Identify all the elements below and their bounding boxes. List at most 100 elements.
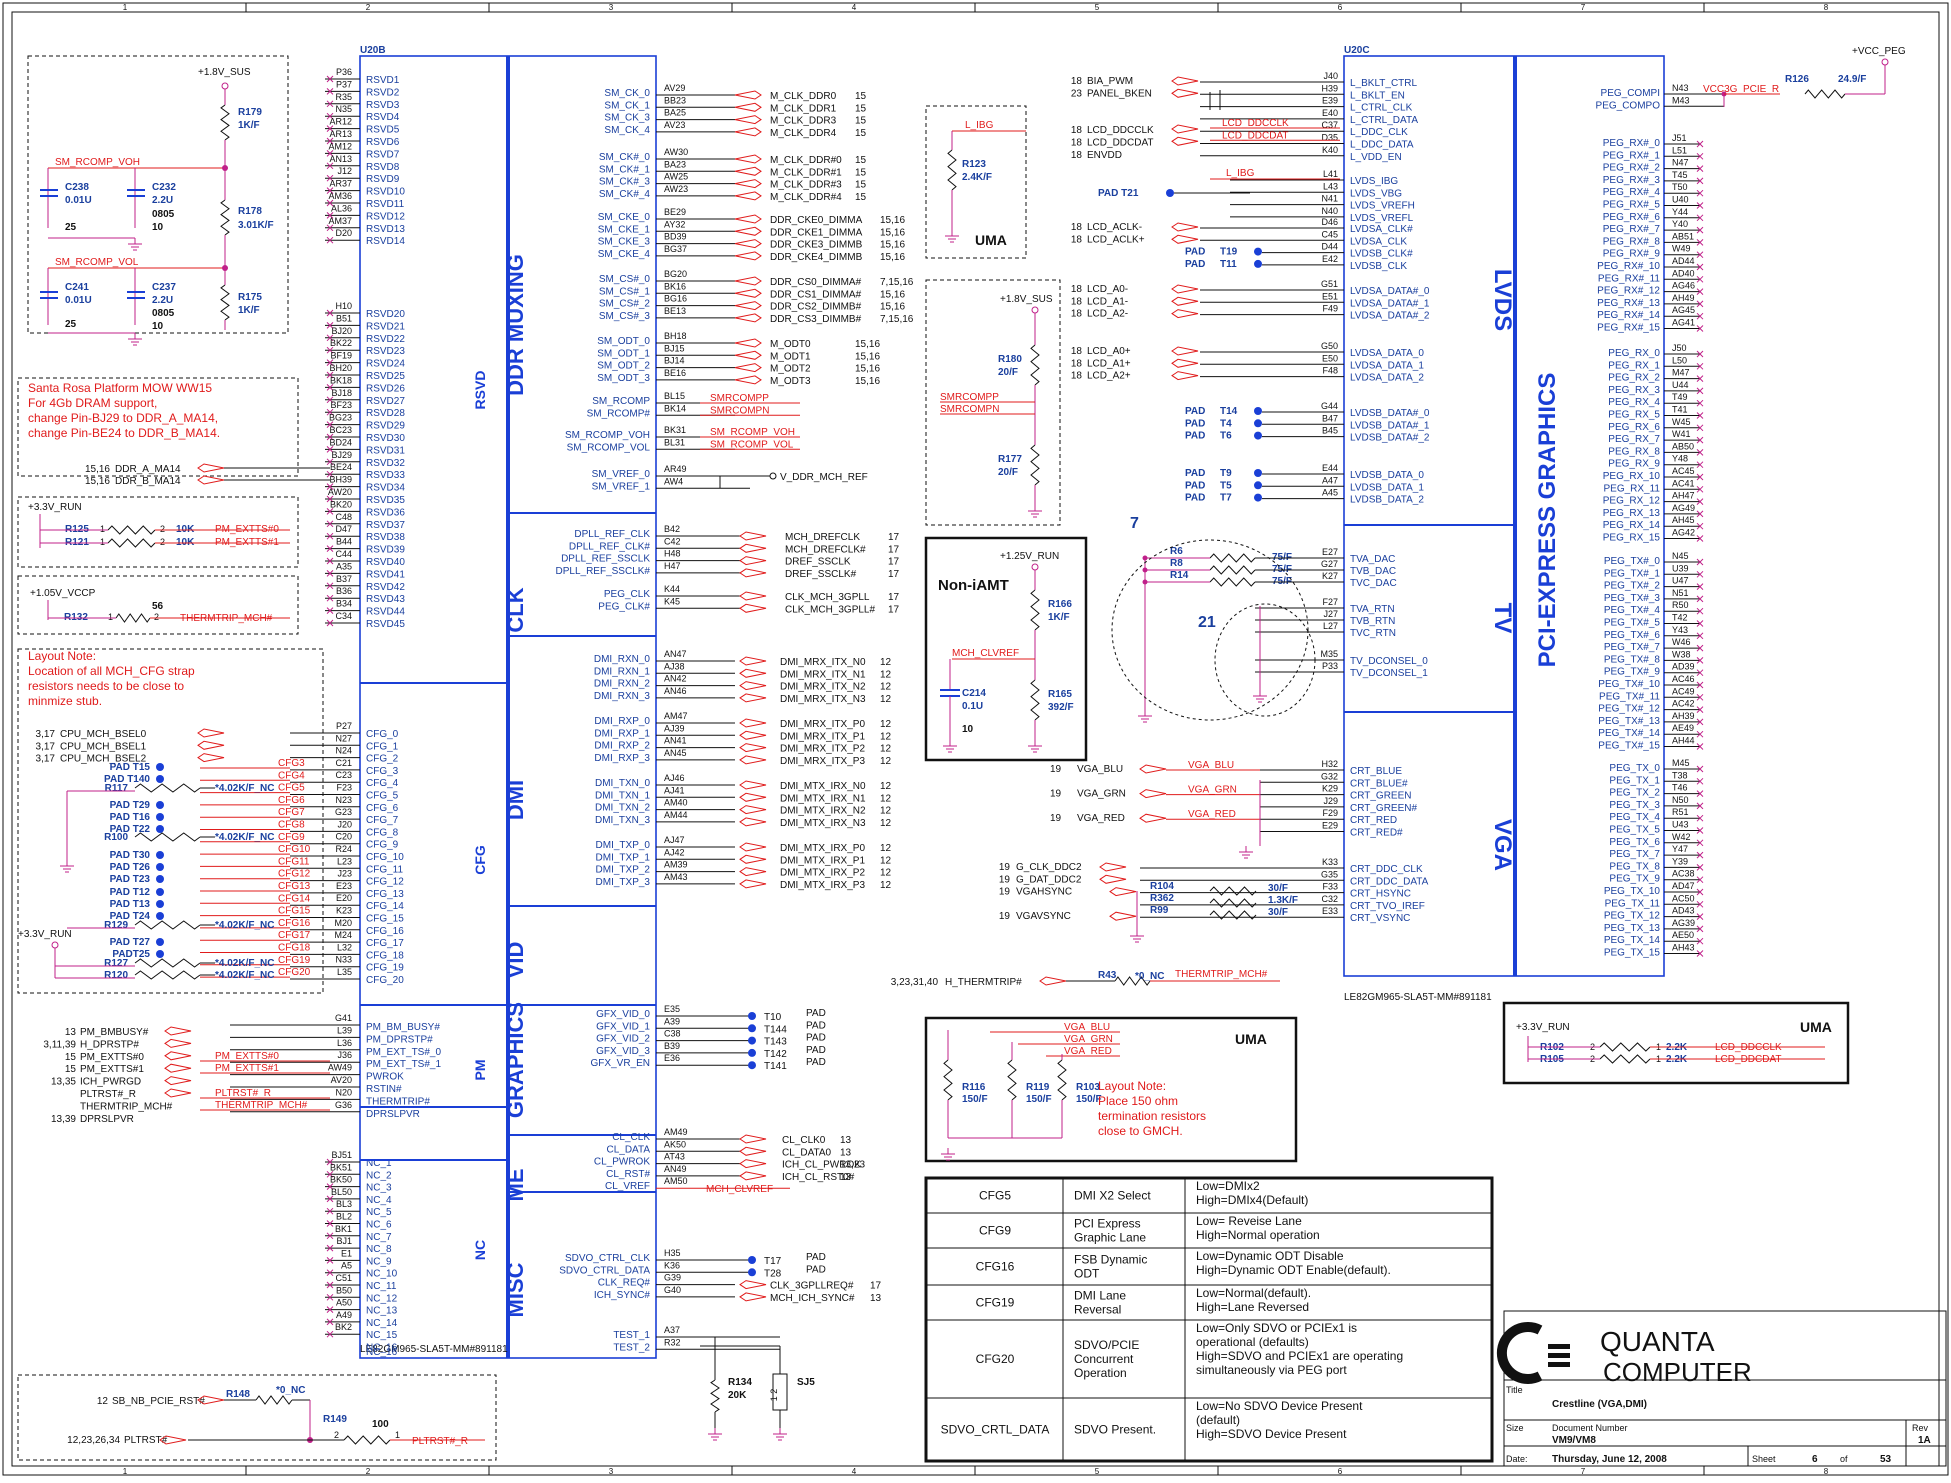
- cfg-net-name: CFG18: [278, 943, 311, 954]
- resistor-symbol: [220, 199, 230, 236]
- pin-number: L35: [337, 967, 352, 977]
- nc-mark: [1696, 900, 1704, 908]
- cfg-pin-name: CFG_11: [366, 864, 403, 875]
- resistor-symbol: [1599, 1054, 1651, 1064]
- pin-name: PEG_TX#_14: [1598, 728, 1660, 739]
- pin-name: NC_13: [366, 1306, 398, 1317]
- pin-number: BG20: [664, 269, 687, 279]
- pin-name: DMI_RXP_2: [594, 741, 650, 752]
- sheet-value: 6: [1812, 1454, 1818, 1465]
- pin-name: LVDS_VBG: [1350, 188, 1402, 199]
- pin-number: H47: [664, 561, 681, 571]
- pin-name: SM_CK#_0: [599, 152, 651, 163]
- nc-mark: [1696, 644, 1704, 652]
- pin-name: PEG_COMPI: [1601, 88, 1660, 99]
- smrcompp-net: SMRCOMPP: [940, 392, 999, 403]
- strap-setting: High=Normal operation: [1196, 1228, 1320, 1242]
- pin-name: PEG_RX#_12: [1597, 286, 1660, 297]
- pad-label: PAD: [1185, 406, 1205, 417]
- pin-number: T46: [1672, 783, 1688, 793]
- pin-name: TVA_RTN: [1350, 604, 1395, 615]
- strap-name: SDVO_CRTL_DATA: [941, 1423, 1050, 1437]
- net-name: DDR_B_MA14: [115, 476, 181, 487]
- nc-mark: [1696, 876, 1704, 884]
- off-page-connector: [739, 668, 767, 678]
- pin-name: PEG_RX#_5: [1603, 200, 1661, 211]
- pin-number: BH20: [329, 363, 352, 373]
- pin-number: AD47: [1672, 881, 1695, 891]
- strap-function: Reversal: [1074, 1303, 1121, 1317]
- page-ref: 18: [1071, 234, 1083, 245]
- pin-name: DMI_RXN_2: [594, 679, 651, 690]
- term-resistor-value: 150/F: [1076, 1094, 1102, 1105]
- pin-name: LVDS_VREFL: [1350, 213, 1414, 224]
- pin-name: PEG_TX_6: [1609, 837, 1660, 848]
- pin-number: B47: [1322, 413, 1338, 423]
- resistor-symbol: [1209, 886, 1257, 896]
- uma-term-box: [924, 1016, 1298, 1163]
- pin-number: AD40: [1672, 268, 1695, 278]
- off-page-connector: [197, 463, 225, 473]
- nc-mark: [1696, 595, 1704, 603]
- pin-name: TV_DCONSEL_1: [1350, 668, 1428, 679]
- net-name: MCH_ICH_SYNC#: [770, 1293, 855, 1304]
- pin-name: CL_RST#: [606, 1169, 650, 1180]
- nc-mark: [1696, 498, 1704, 505]
- page-ref: 12: [880, 669, 892, 680]
- off-page-connector: [739, 743, 767, 753]
- c214-ref: C214: [962, 688, 986, 699]
- off-page-connector: [734, 154, 762, 164]
- size-label: Size: [1506, 1423, 1524, 1433]
- pin-number: AN13: [329, 154, 352, 164]
- rail-symbol: [1031, 563, 1039, 571]
- pin-number: N43: [1672, 83, 1689, 93]
- strap-setting: operational (defaults): [1196, 1335, 1309, 1349]
- c237-ref: C237: [152, 282, 176, 293]
- pin-number: BK20: [330, 499, 352, 509]
- cfg-net-name: CFG12: [278, 869, 311, 880]
- net-name: DMI_MRX_ITX_P3: [780, 756, 865, 767]
- pin-name: PEG_RX_11: [1603, 483, 1660, 494]
- net-name: THERMTRIP_MCH#: [1175, 969, 1268, 980]
- cfg-pin-name: CFG_2: [366, 754, 399, 765]
- note1-line: Santa Rosa Platform MOW WW15: [28, 381, 212, 395]
- pin-number: N51: [1672, 588, 1689, 598]
- frame-col-label: 5: [1095, 1467, 1100, 1476]
- r149-ref: R149: [323, 1414, 347, 1425]
- vga-net: VGA_GRN: [1064, 1034, 1113, 1045]
- page-ref: 17: [888, 532, 900, 543]
- pin-name: LVDSA_DATA#_0: [1350, 286, 1430, 297]
- pin-number: AW23: [664, 184, 688, 194]
- cfg-test-pad: PAD T27: [110, 937, 151, 948]
- resistor-symbol: [1030, 444, 1040, 486]
- testpoint-ref: T4: [1220, 418, 1232, 429]
- test-pad: [156, 900, 164, 908]
- pin-number: G23: [335, 807, 352, 817]
- tv-resistor-ref: R6: [1170, 546, 1183, 557]
- net-name: DMI_MRX_ITX_P2: [780, 744, 865, 755]
- pin-name: CRT_GREEN#: [1350, 803, 1417, 814]
- junction-dot: [222, 165, 228, 171]
- pin-number: AT43: [664, 1152, 685, 1162]
- frame-col-label: 4: [852, 3, 857, 12]
- pin-number: M47: [1672, 368, 1690, 378]
- pin-number: E40: [1322, 108, 1338, 118]
- pin-number: AV23: [664, 120, 685, 130]
- cfg-pin-name: CFG_8: [366, 827, 399, 838]
- cfg-resistor-ref: R129: [104, 920, 128, 931]
- pin-name: SM_CK_3: [604, 113, 650, 124]
- pin-name: RSVD25: [366, 371, 405, 382]
- nc-mark: [1696, 620, 1704, 627]
- company-name-2: COMPUTER: [1603, 1357, 1752, 1387]
- pin-name: SM_CKE_0: [598, 212, 651, 223]
- pin-name: CL_DATA: [606, 1144, 650, 1155]
- nc-mark: [326, 384, 334, 391]
- net-name: DREF_SSCLK: [785, 557, 851, 568]
- pin-number: E1: [341, 1248, 352, 1258]
- cfg-resistor-value: *4.02K/F_NC: [215, 832, 274, 843]
- net-name: CPU_MCH_BSEL2: [60, 754, 147, 765]
- cfg-net-name: CFG17: [278, 930, 311, 941]
- resistor-symbol: [220, 104, 230, 141]
- off-page-connector: [1171, 88, 1199, 98]
- pin-name: RSVD5: [366, 125, 400, 136]
